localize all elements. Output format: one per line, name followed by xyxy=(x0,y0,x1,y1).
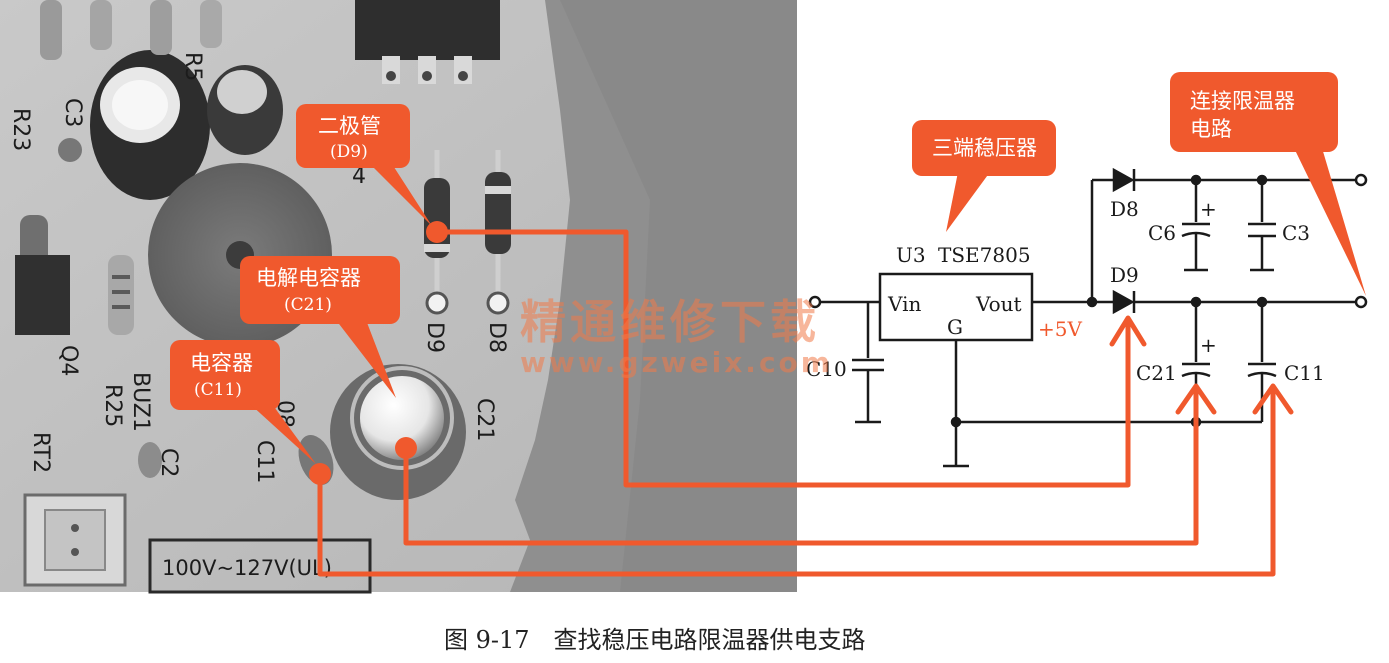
pcb-capacitor-small xyxy=(207,65,283,155)
callout-electrolytic: 电解电容器 (C21) xyxy=(240,256,400,398)
schematic-diode-d9 xyxy=(1112,289,1135,315)
pcb-label-buz1: BUZ1 xyxy=(128,372,153,432)
pcb-label-r5: R5 xyxy=(180,52,205,81)
label-d8: D8 xyxy=(1110,197,1139,221)
pcb-label-voltage-plate: 100V~127V(UL) xyxy=(162,556,332,580)
callout-electrolytic-title: 电解电容器 xyxy=(256,266,361,290)
output-voltage: +5V xyxy=(1038,317,1082,341)
pcb-label-c11: C11 xyxy=(252,440,277,483)
pcb-label-c21: C21 xyxy=(472,398,497,441)
output-terminal-top xyxy=(1354,173,1368,187)
regulator-part: TSE7805 xyxy=(938,243,1031,267)
ic-chip xyxy=(355,0,500,84)
label-c11: C11 xyxy=(1284,361,1325,385)
schematic-diode-d8 xyxy=(1112,167,1135,193)
callout-regulator-title: 三端稳压器 xyxy=(932,136,1037,160)
label-c21: C21 xyxy=(1136,361,1177,385)
marker-d9 xyxy=(426,221,448,243)
watermark-url: www.gzweix.com xyxy=(520,346,833,379)
pcb-label-d8: D8 xyxy=(484,322,509,353)
pcb-label-num4: 4 xyxy=(352,164,366,189)
c21-polarity: + xyxy=(1200,333,1217,357)
pcb-label-c3: C3 xyxy=(60,98,85,127)
marker-c21 xyxy=(395,437,417,459)
callout-diode-sub: (D9) xyxy=(330,142,368,162)
schematic-labels: U3 TSE7805 Vin Vout G +5V D8 D9 C6 C3 C1… xyxy=(806,197,1325,385)
callout-electrolytic-sub: (C21) xyxy=(284,295,332,315)
pcb-label-d9: D9 xyxy=(422,322,447,353)
pcb-label-q4: Q4 xyxy=(56,345,81,376)
regulator-vin: Vin xyxy=(887,292,921,316)
callout-thermal: 连接限温器 电路 xyxy=(1170,72,1366,296)
callout-diode: 二极管 (D9) xyxy=(296,104,432,226)
schematic xyxy=(808,167,1368,468)
regulator-gnd: G xyxy=(947,315,963,339)
pcb-label-c2: C2 xyxy=(156,448,181,477)
watermark: 精通维修下载 www.gzweix.com xyxy=(520,295,833,379)
label-d9: D9 xyxy=(1110,263,1139,287)
pcb-capacitor-c21 xyxy=(330,364,466,500)
pcb-photo: R23 C3 R5 Q4 R25 BUZ1 C2 RT2 4 08 C11 C2… xyxy=(0,0,797,594)
pcb-capacitor-c3 xyxy=(90,50,210,200)
label-c6: C6 xyxy=(1148,221,1176,245)
pcb-label-r25: R25 xyxy=(100,384,125,427)
callout-capacitor-title: 电容器 xyxy=(190,351,253,375)
callout-thermal-line1: 连接限温器 xyxy=(1190,89,1295,113)
wire-d9 xyxy=(434,229,1131,488)
callout-thermal-line2: 电路 xyxy=(1190,117,1232,141)
regulator-vout: Vout xyxy=(975,292,1022,316)
wire-c11 xyxy=(317,385,1276,577)
output-terminal-bottom xyxy=(1354,295,1368,309)
callout-capacitor: 电容器 (C11) xyxy=(170,340,316,464)
label-c10: C10 xyxy=(806,357,847,381)
callout-diode-title: 二极管 xyxy=(318,114,381,138)
watermark-cn: 精通维修下载 xyxy=(520,295,820,349)
wire-c21 xyxy=(403,385,1199,546)
marker-c11 xyxy=(309,463,331,485)
connection-wires xyxy=(317,229,1294,577)
figure-caption: 图 9-17 查找稳压电路限温器供电支路 xyxy=(444,626,866,654)
regulator-ref: U3 xyxy=(896,243,926,267)
c6-polarity: + xyxy=(1200,197,1217,221)
callout-regulator: 三端稳压器 xyxy=(912,120,1056,232)
pcb-label-rt2: RT2 xyxy=(28,432,53,473)
callout-capacitor-sub: (C11) xyxy=(194,380,242,400)
label-c3: C3 xyxy=(1282,221,1310,245)
pcb-label-r23: R23 xyxy=(8,108,33,151)
